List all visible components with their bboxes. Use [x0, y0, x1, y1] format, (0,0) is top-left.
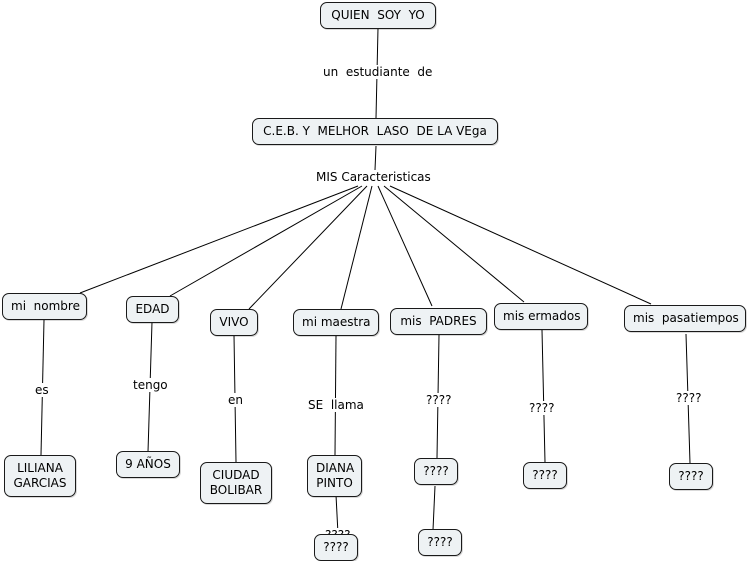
- value-pasatiempos[interactable]: ????: [669, 463, 713, 490]
- fan-to-vivo: [248, 185, 368, 310]
- value-nombre[interactable]: LILIANA GARCIAS: [4, 455, 76, 497]
- fan-to-pasatiempos: [389, 185, 652, 305]
- concept-ermados[interactable]: mis ermados: [494, 303, 588, 330]
- concept-nombre[interactable]: mi nombre: [2, 293, 87, 320]
- concept-maestra[interactable]: mi maestra: [293, 309, 379, 336]
- link-label-pasatiempos: ????: [675, 391, 703, 405]
- fan-to-maestra: [340, 185, 373, 310]
- fan-to-nombre: [79, 185, 359, 294]
- link-label-characteristics: MIS Caracteristicas: [315, 170, 432, 184]
- link-label-en: en: [227, 393, 244, 407]
- concept-padres[interactable]: mis PADRES: [390, 308, 487, 335]
- link-school-characteristics: [374, 145, 377, 171]
- link-label-ermados: ????: [528, 401, 556, 415]
- concept-edad[interactable]: EDAD: [126, 296, 179, 323]
- link-label-es: es: [34, 383, 50, 397]
- concept-school[interactable]: C.E.B. Y MELHOR LASO DE LA VEga: [252, 118, 498, 145]
- value-padres[interactable]: ????: [414, 458, 458, 485]
- value-vivo[interactable]: CIUDAD BOLIBAR: [200, 462, 272, 504]
- link-label-se-llama: SE llama: [307, 398, 365, 412]
- value-maestra[interactable]: DIANA PINTO: [307, 455, 362, 497]
- link-diana-sub: [335, 494, 339, 535]
- link-maestra-value: [334, 335, 337, 456]
- link-label-padres: ????: [425, 393, 453, 407]
- fan-to-edad: [169, 185, 363, 297]
- fan-to-ermados: [383, 185, 525, 303]
- link-label-tengo: tengo: [132, 378, 169, 392]
- concept-root[interactable]: QUIEN SOY YO: [320, 2, 436, 29]
- subvalue-diana[interactable]: ????: [314, 534, 358, 561]
- value-ermados[interactable]: ????: [523, 462, 567, 489]
- fan-to-padres: [377, 185, 433, 307]
- subvalue-padres[interactable]: ????: [418, 529, 462, 556]
- link-ermados-value: [541, 329, 546, 463]
- value-edad[interactable]: 9 AÑOS: [116, 451, 180, 478]
- concept-pasatiempos[interactable]: mis pasatiempos: [624, 305, 746, 332]
- concept-vivo[interactable]: VIVO: [210, 309, 258, 336]
- link-label-root: un estudiante de: [322, 65, 434, 79]
- link-padres-sub: [432, 485, 436, 531]
